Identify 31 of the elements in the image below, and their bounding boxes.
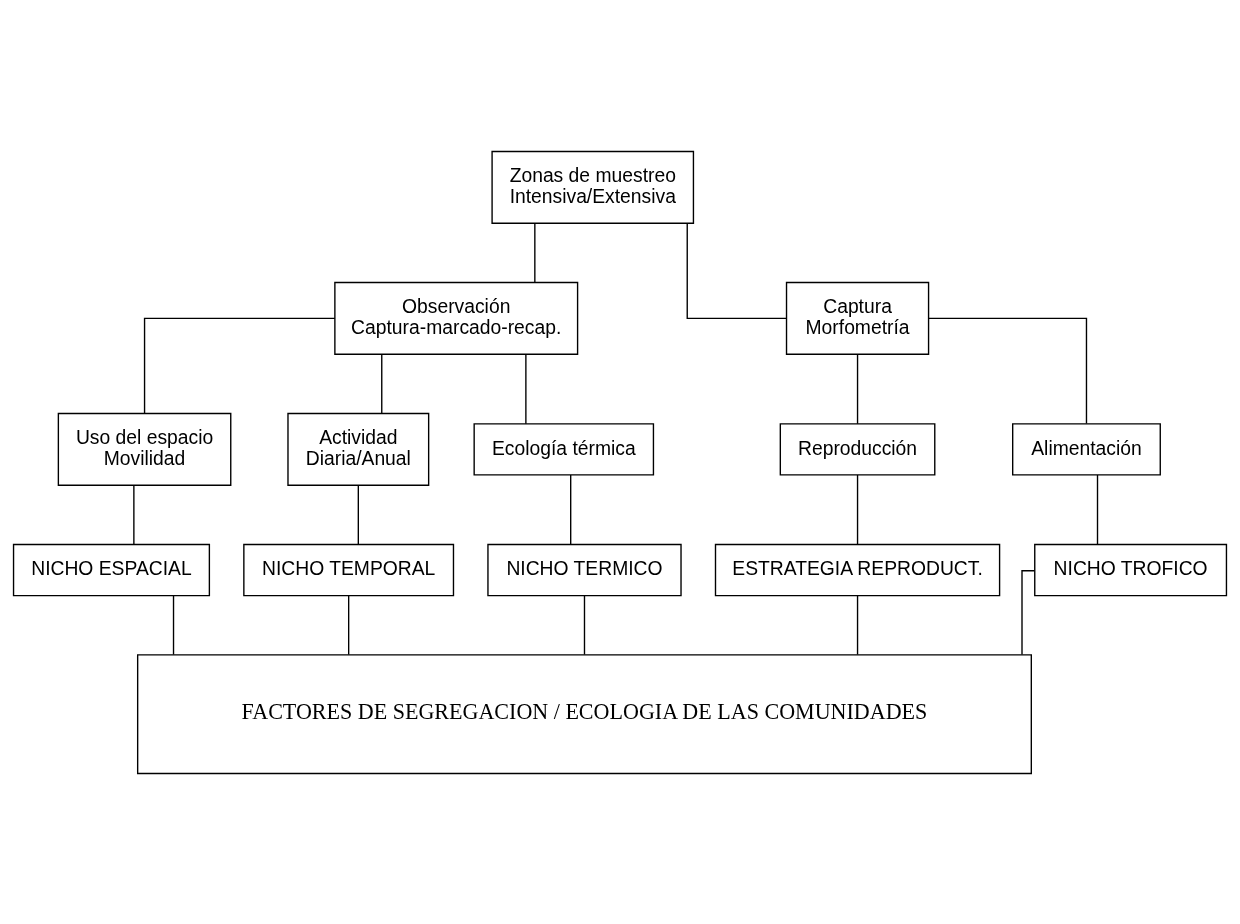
node-box: Observación Captura-marcado-recap.: [334, 281, 579, 355]
connector: [928, 317, 1088, 424]
node-box: NICHO ESPACIAL: [12, 543, 211, 596]
node-box: Ecología térmica: [473, 422, 655, 476]
connector: [570, 473, 572, 545]
connector: [143, 317, 336, 414]
node-box: Zonas de muestreo Intensiva/Extensiva: [491, 150, 695, 224]
connector: [133, 484, 135, 545]
connector: [583, 594, 586, 655]
node-box: FACTORES DE SEGREGACION / ECOLOGIA DE LAS COMUNIDADES: [137, 653, 1032, 774]
connector: [172, 594, 175, 655]
node-box: Captura Morfometría: [785, 281, 930, 355]
node-box: Actividad Diaria/Anual: [287, 412, 430, 486]
node-box: Reproducción: [779, 422, 936, 476]
connector: [1096, 473, 1099, 545]
connector: [856, 594, 859, 655]
node-box: NICHO TERMICO: [487, 543, 682, 596]
connector: [525, 353, 527, 424]
connector: [856, 473, 859, 545]
connector: [1021, 569, 1036, 655]
connector: [357, 484, 359, 545]
connector: [856, 353, 859, 424]
node-box: ESTRATEGIA REPRODUCT.: [714, 543, 1001, 596]
node-box: NICHO TEMPORAL: [243, 543, 455, 596]
connector: [534, 222, 536, 283]
node-box: NICHO TROFICO: [1034, 543, 1228, 596]
node-box: Alimentación: [1012, 422, 1161, 476]
node-box: Uso del espacio Movilidad: [57, 412, 232, 486]
connector: [686, 222, 787, 319]
connector: [348, 594, 350, 655]
connector: [381, 353, 383, 414]
